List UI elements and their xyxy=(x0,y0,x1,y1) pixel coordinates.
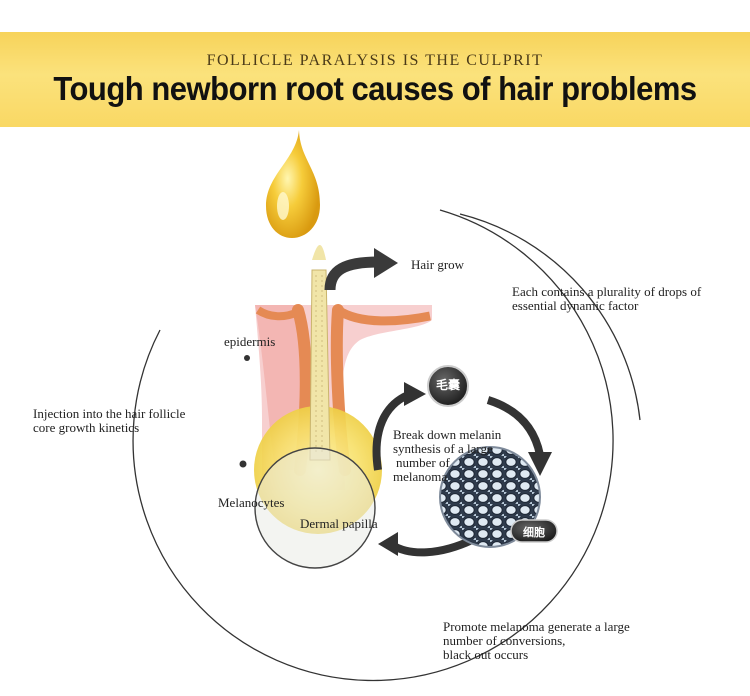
cell-badge xyxy=(510,519,558,543)
dermal-papilla-label: Dermal papilla xyxy=(300,516,378,531)
hair-follicle-badge-label: 毛囊 xyxy=(435,378,460,392)
header-banner: FOLLICLE PARALYSIS IS THE CULPRIT Tough … xyxy=(0,32,750,127)
each-contains-line1: Each contains a plurality of drops of xyxy=(512,284,702,299)
promote-line2: number of conversions, xyxy=(443,633,566,648)
dermal-papilla-circle xyxy=(254,447,376,569)
oil-drop xyxy=(266,130,320,238)
break-down-line4: melanoma xyxy=(393,469,448,484)
injection-line1: Injection into the hair follicle xyxy=(33,406,186,421)
promote-line3: black out occurs xyxy=(443,647,529,662)
promote-line1: Promote melanoma generate a large xyxy=(443,619,630,634)
outer-ring-right xyxy=(459,213,641,421)
header-subtitle: FOLLICLE PARALYSIS IS THE CULPRIT xyxy=(206,52,544,69)
outer-ring xyxy=(132,209,614,682)
break-down-line1: Break down melanin xyxy=(393,427,502,442)
hair-follicle-badge xyxy=(427,365,469,407)
melanocytes-label: Melanocytes xyxy=(218,495,285,510)
epidermis-label: epidermis xyxy=(224,334,276,349)
hair-grow-arrow xyxy=(324,256,379,291)
break-down-line2: synthesis of a large xyxy=(393,441,493,456)
break-down-line3: number of xyxy=(396,455,450,470)
header-title: Tough newborn root causes of hair proble… xyxy=(53,69,697,108)
each-contains-line2: essential dynamic factor xyxy=(512,298,639,313)
hair-grow-label: Hair grow xyxy=(411,257,465,272)
injection-line2: core growth kinetics xyxy=(33,420,140,435)
melanocyte-dot xyxy=(239,460,247,468)
melanocyte-dot xyxy=(244,355,250,361)
cell-badge-label: 细胞 xyxy=(523,526,545,539)
cycle-arrow-right xyxy=(486,396,544,456)
cycle-arrow-bottom xyxy=(389,536,474,557)
cycle-arrow-left xyxy=(372,391,410,471)
